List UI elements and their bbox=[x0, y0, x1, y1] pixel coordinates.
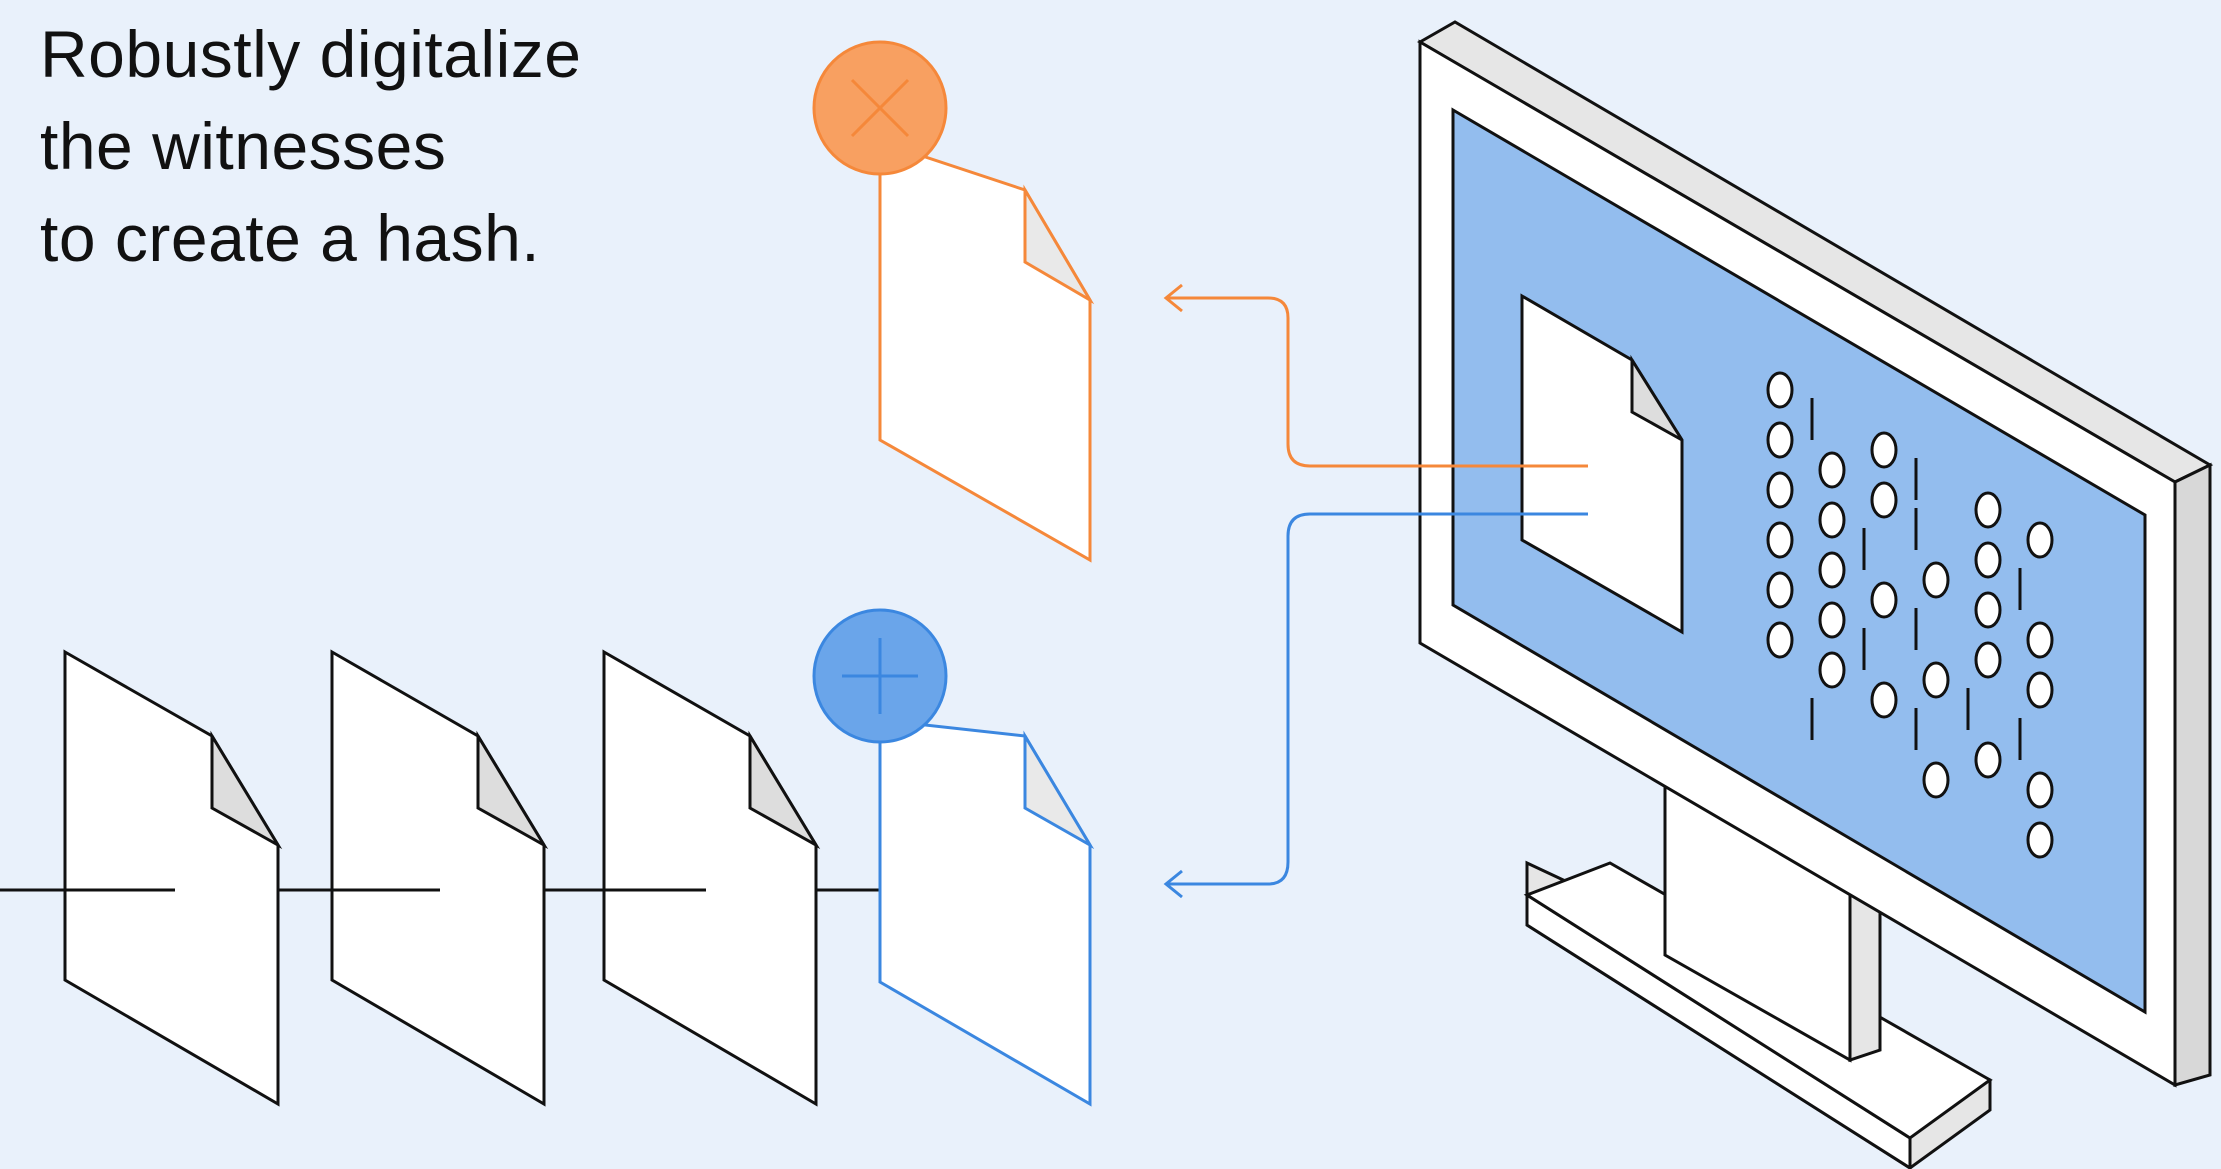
hash-digit-zero bbox=[2026, 671, 2054, 709]
hash-digit-zero bbox=[1974, 741, 2002, 779]
close-icon bbox=[812, 40, 948, 176]
hash-digit-zero bbox=[1766, 621, 1794, 659]
chain-document-1 bbox=[63, 649, 283, 1107]
plus-icon bbox=[812, 608, 948, 744]
chain-document-2 bbox=[330, 649, 549, 1107]
hash-digit-zero bbox=[1766, 521, 1794, 559]
connector-reject bbox=[1163, 283, 1588, 468]
hash-digit-zero bbox=[1766, 471, 1794, 509]
hash-digit-zero bbox=[1766, 571, 1794, 609]
hash-digit-zero bbox=[2026, 521, 2054, 559]
caption-line-3: to create a hash. bbox=[40, 201, 541, 275]
hash-digit-zero bbox=[1766, 421, 1794, 459]
hash-digit-zero bbox=[1870, 681, 1898, 719]
hash-digit-zero bbox=[1818, 601, 1846, 639]
rejected-document bbox=[878, 139, 1095, 563]
monitor-screen bbox=[1451, 107, 2147, 1015]
caption-line-2: the witnesses bbox=[40, 109, 447, 183]
hash-digit-zero bbox=[1870, 431, 1898, 469]
hash-digit-zero bbox=[1870, 581, 1898, 619]
screen-document-icon bbox=[1520, 293, 1684, 635]
monitor bbox=[1416, 20, 2214, 1169]
hash-digit-zero bbox=[1818, 651, 1846, 689]
accepted-document bbox=[878, 718, 1095, 1107]
connector-accept bbox=[1163, 512, 1588, 899]
hash-digit-zero bbox=[1974, 541, 2002, 579]
hash-digit-zero bbox=[1870, 481, 1898, 519]
hash-digit-zero bbox=[1818, 501, 1846, 539]
hash-digit-zero bbox=[1974, 491, 2002, 529]
hash-digit-zero bbox=[1766, 371, 1794, 409]
hash-digit-zero bbox=[1818, 551, 1846, 589]
hash-digit-zero bbox=[1922, 561, 1950, 599]
hash-digit-zero bbox=[1818, 451, 1846, 489]
hash-digit-zero bbox=[1922, 761, 1950, 799]
hash-digit-zero bbox=[2026, 771, 2054, 809]
hash-digit-zero bbox=[1922, 661, 1950, 699]
hash-digit-zero bbox=[1974, 641, 2002, 679]
monitor-bezel-edge bbox=[2173, 462, 2212, 1087]
chain-document-3 bbox=[602, 649, 821, 1107]
binary-code-icon bbox=[1766, 371, 2054, 859]
document-chain bbox=[0, 649, 980, 1107]
caption: Robustly digitalize the witnesses to cre… bbox=[40, 8, 581, 284]
hash-digit-zero bbox=[2026, 821, 2054, 859]
hash-digit-zero bbox=[1974, 591, 2002, 629]
hash-digit-zero bbox=[2026, 621, 2054, 659]
caption-line-1: Robustly digitalize bbox=[40, 17, 582, 91]
